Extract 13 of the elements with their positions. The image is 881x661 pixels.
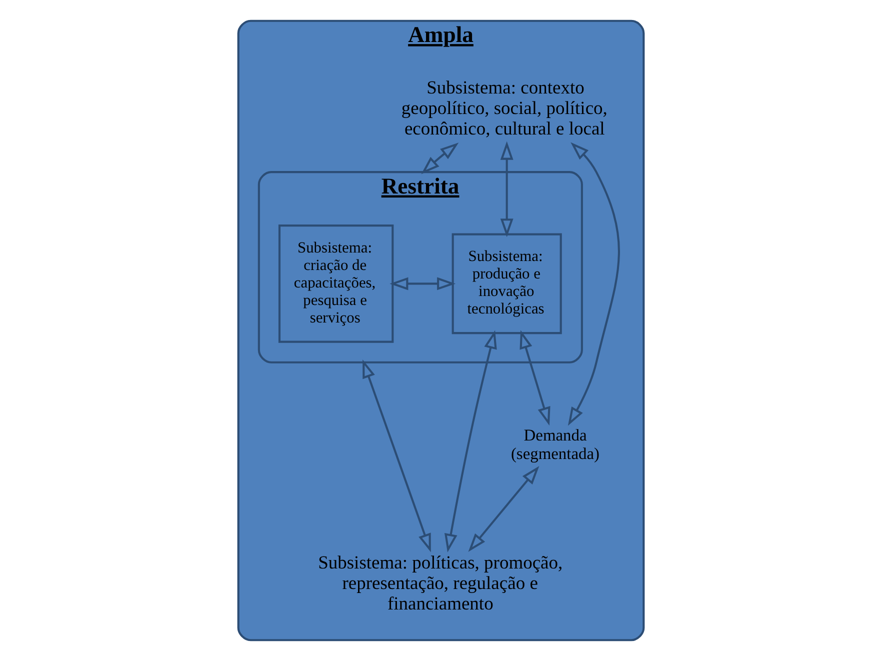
node-box: Subsistema: criação de capacitações, pesquisa e serviços — [278, 224, 394, 343]
arrow — [389, 277, 456, 290]
arrow — [420, 142, 458, 174]
node-text: Subsistema: contexto geopolítico, social, político, econômico, cultural e local — [400, 78, 607, 140]
node-box: Subsistema: produção e inovação tecnológicas — [451, 233, 562, 334]
arrow — [519, 330, 550, 426]
node-text: Subsistema: políticas, promoção, representação, regulação e financiamento — [318, 554, 562, 615]
node-text: Demanda (segmentada) — [510, 425, 599, 463]
arrow — [567, 142, 620, 426]
arrow — [500, 141, 513, 238]
arrow — [468, 466, 539, 552]
arrow — [362, 359, 430, 552]
arrow — [444, 330, 496, 552]
